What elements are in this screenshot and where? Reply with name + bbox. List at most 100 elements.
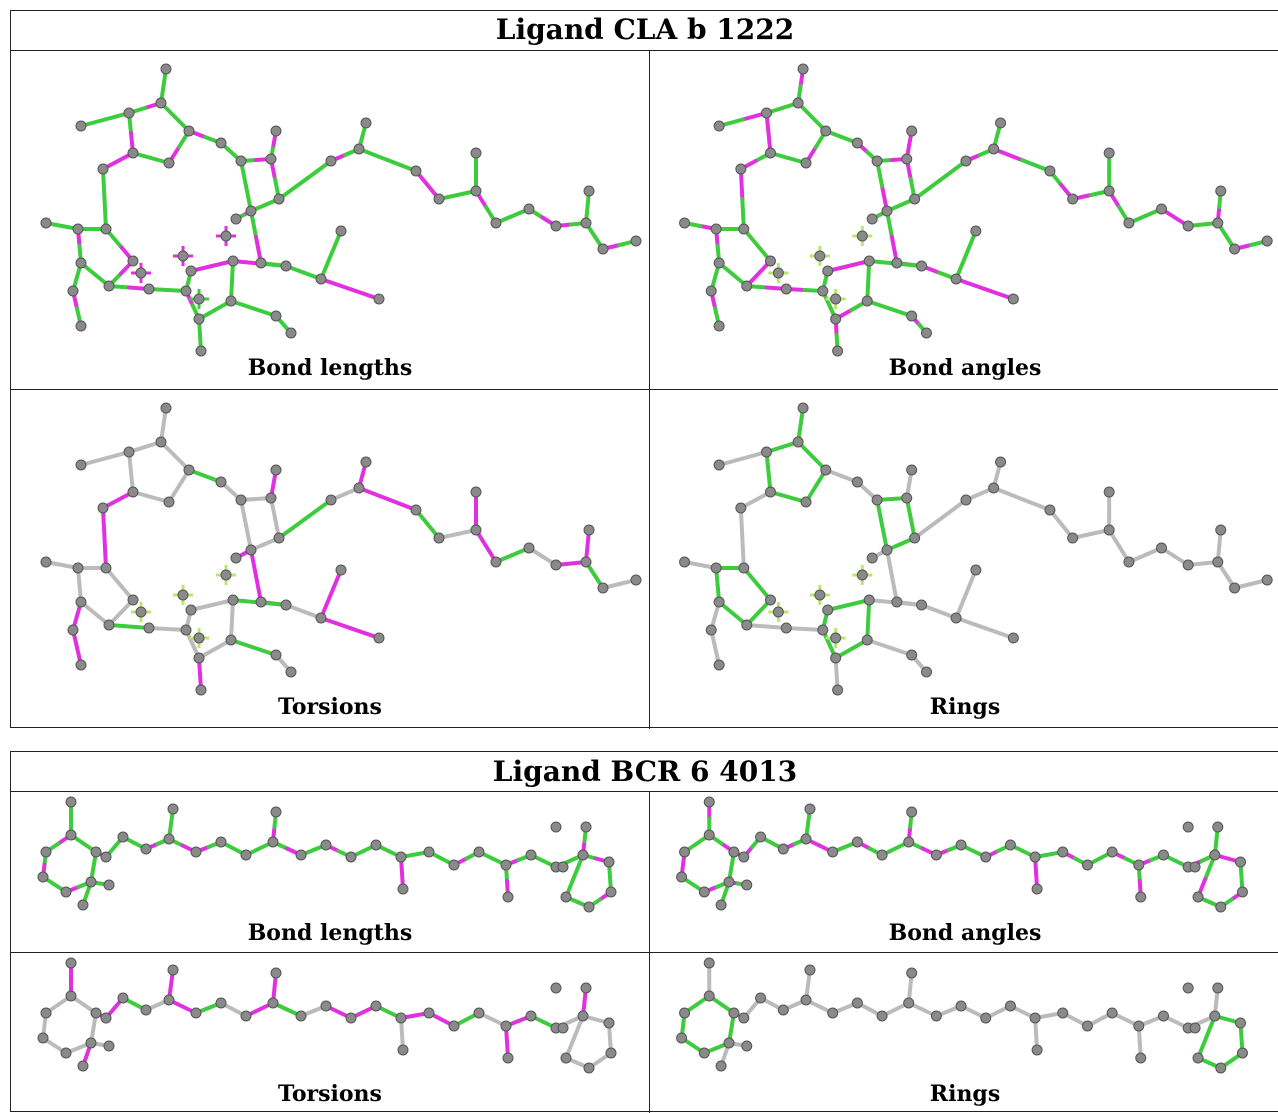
atom <box>470 147 482 159</box>
atom <box>433 193 445 205</box>
atom <box>75 120 87 132</box>
metal-center-atom <box>135 267 147 279</box>
atom <box>1081 1020 1093 1032</box>
atom <box>1192 891 1204 903</box>
atom <box>1133 1020 1145 1032</box>
atom <box>1057 846 1069 858</box>
atom <box>1189 861 1201 873</box>
bcr-bond-angles-diagram <box>676 796 1248 913</box>
metal-center-atom <box>772 606 784 618</box>
cla-cell-bond-lengths: Bond lengths <box>11 51 649 389</box>
atom <box>960 494 972 506</box>
metal-center-atom <box>177 250 189 262</box>
atom <box>72 223 84 235</box>
atom <box>1103 147 1115 159</box>
metal-center-atom <box>177 589 189 601</box>
atom <box>470 486 482 498</box>
atom <box>741 879 753 891</box>
atom <box>827 1007 839 1019</box>
atom <box>863 255 875 267</box>
cla-bond-angles-diagram <box>679 63 1273 357</box>
atom <box>60 1047 72 1059</box>
metal-center-atom <box>856 230 868 242</box>
atom <box>320 839 332 851</box>
atom <box>373 632 385 644</box>
atom <box>703 796 715 808</box>
atom <box>500 1020 512 1032</box>
atom <box>605 886 617 898</box>
atom <box>741 619 753 631</box>
atom <box>703 990 715 1002</box>
atom <box>797 402 809 414</box>
atom <box>780 283 792 295</box>
atom <box>1123 556 1135 568</box>
atom <box>792 97 804 109</box>
atom <box>930 1010 942 1022</box>
atom <box>163 496 175 508</box>
atom <box>605 1047 617 1059</box>
atom <box>1215 524 1227 536</box>
atom <box>103 280 115 292</box>
atom <box>679 217 691 229</box>
atom <box>230 552 242 564</box>
atom <box>755 992 767 1004</box>
atom <box>97 163 109 175</box>
atom <box>1212 556 1224 568</box>
cla-panel: Ligand CLA b 1222 Bond lengths Bond angl… <box>10 10 1278 729</box>
atom <box>723 876 735 888</box>
atom <box>876 1010 888 1022</box>
atom <box>577 1010 589 1022</box>
atom <box>1215 901 1227 913</box>
atom <box>800 157 812 169</box>
atom <box>903 836 915 848</box>
atom <box>741 280 753 292</box>
atom <box>267 836 279 848</box>
atom <box>764 594 776 606</box>
atom <box>127 147 139 159</box>
atom <box>713 120 725 132</box>
atom <box>851 997 863 1009</box>
atom <box>353 143 365 155</box>
atom <box>100 851 112 863</box>
atom <box>755 831 767 843</box>
atom <box>270 310 282 322</box>
atom <box>502 891 514 903</box>
atom <box>265 153 277 165</box>
atom <box>370 1000 382 1012</box>
atom <box>906 464 918 476</box>
atom <box>1106 846 1118 858</box>
atom <box>603 856 615 868</box>
cla-divider-v <box>649 51 650 729</box>
atom <box>550 220 562 232</box>
atom <box>75 659 87 671</box>
atom <box>580 821 592 833</box>
atom <box>881 205 893 217</box>
atom <box>1029 1012 1041 1024</box>
atom <box>1156 203 1168 215</box>
atom <box>764 147 776 159</box>
atom <box>103 1040 115 1052</box>
atom <box>950 612 962 624</box>
atom <box>267 997 279 1009</box>
atom <box>710 562 722 574</box>
atom <box>800 994 812 1006</box>
atom <box>580 217 592 229</box>
atom <box>270 464 282 476</box>
bcr-label-bond-lengths: Bond lengths <box>247 920 413 946</box>
atom <box>1182 821 1194 833</box>
atom <box>502 1052 514 1064</box>
atom <box>710 223 722 235</box>
atom <box>817 624 829 636</box>
atom <box>630 574 642 586</box>
atom <box>335 225 347 237</box>
atom <box>920 666 932 678</box>
atom <box>1212 821 1224 833</box>
atom <box>1182 982 1194 994</box>
atom <box>100 562 112 574</box>
atom <box>353 482 365 494</box>
atom <box>713 320 725 332</box>
atom <box>190 846 202 858</box>
atom <box>320 1000 332 1012</box>
atom <box>525 849 537 861</box>
atom <box>225 295 237 307</box>
